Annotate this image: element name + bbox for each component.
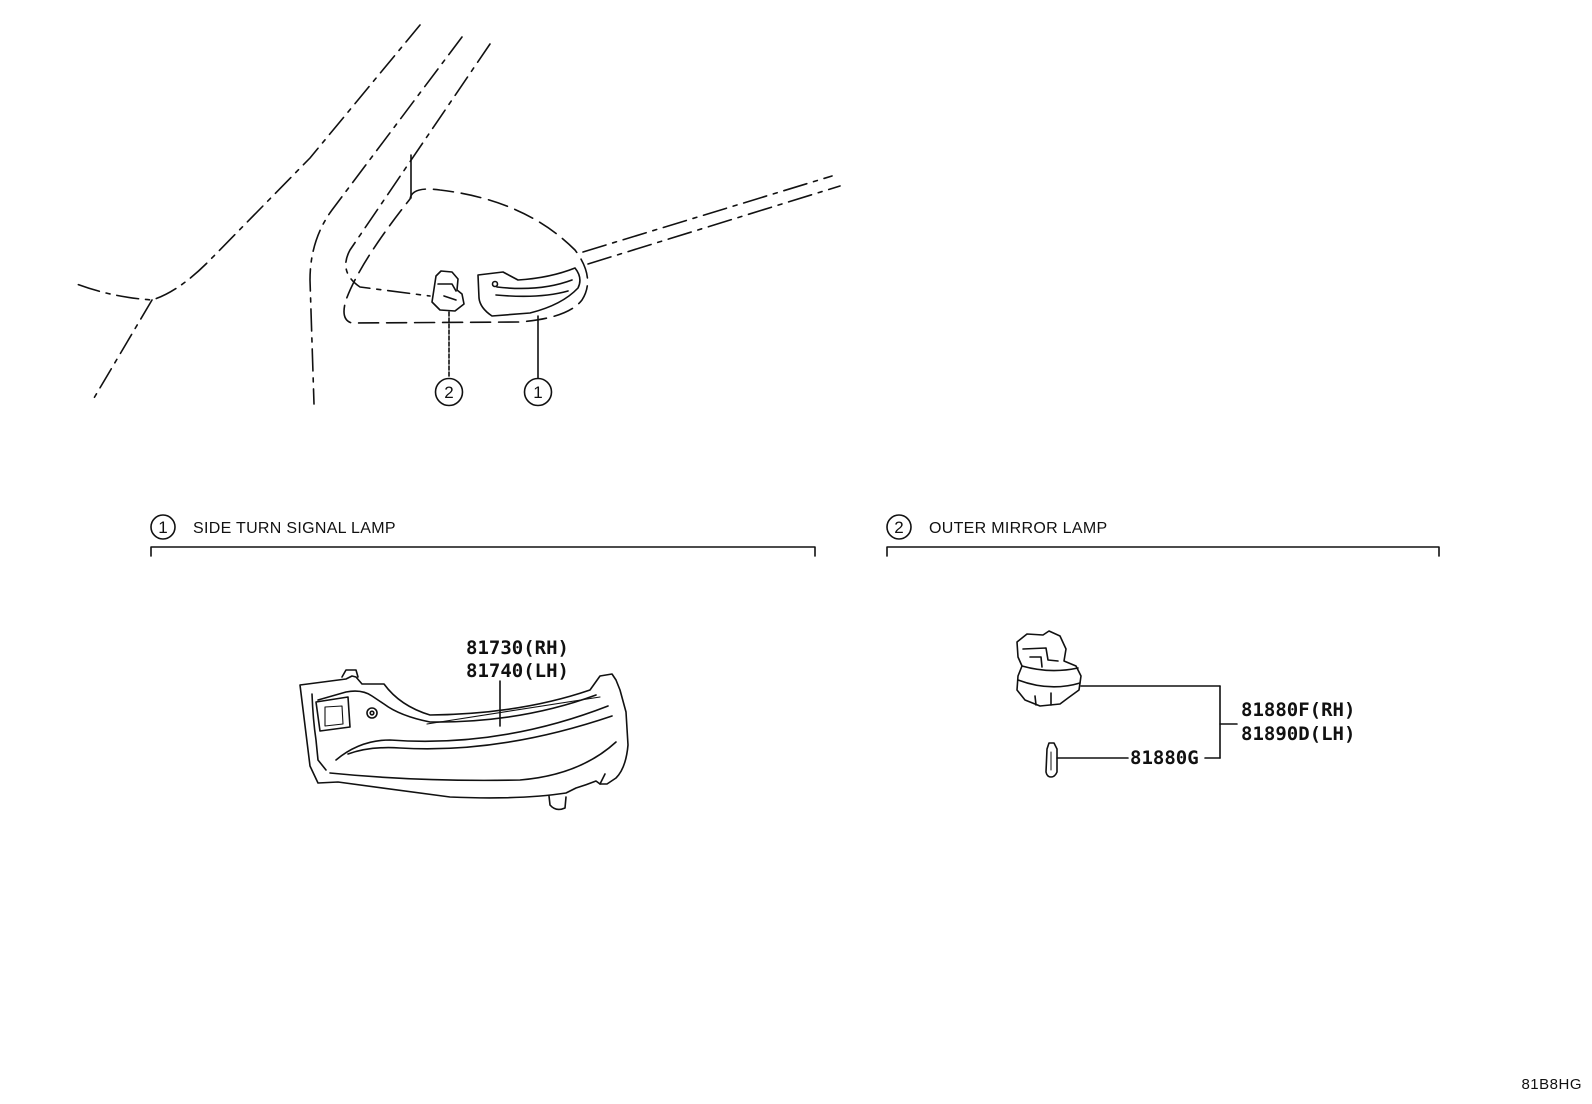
side-turn-signal-lamp bbox=[299, 669, 629, 811]
section-1-title: SIDE TURN SIGNAL LAMP bbox=[193, 520, 396, 537]
section-2-title: OUTER MIRROR LAMP bbox=[929, 520, 1107, 537]
mirror-arm-lower bbox=[587, 185, 841, 265]
part-number-mirror-lamp-rh: 81880F(RH) bbox=[1241, 699, 1355, 721]
section-2-frame bbox=[886, 514, 1440, 557]
a-pillar-outer-line bbox=[73, 24, 421, 301]
window-frame-line bbox=[309, 36, 463, 405]
mirror-lamp-overview bbox=[431, 270, 465, 312]
callout-2-number: 2 bbox=[444, 383, 453, 402]
callout-2-overview bbox=[434, 377, 464, 407]
wedge-bulb bbox=[1045, 742, 1058, 778]
turn-signal-lamp-overview bbox=[477, 267, 581, 317]
figure-code: 81B8HG bbox=[1521, 1076, 1582, 1093]
part-number-turn-lamp-rh: 81730(RH) bbox=[466, 637, 569, 659]
mirror-lamp-leaders bbox=[1056, 685, 1238, 759]
mirror-arm-upper bbox=[582, 175, 833, 253]
lamp-connector-pocket bbox=[315, 696, 351, 732]
mirror-housing-outline bbox=[343, 188, 589, 324]
part-number-mirror-lamp-lh: 81890D(LH) bbox=[1241, 723, 1355, 745]
window-inner-line bbox=[344, 43, 491, 297]
part-number-bulb: 81880G bbox=[1130, 747, 1199, 769]
vehicle-overview bbox=[73, 24, 841, 405]
outer-mirror-lamp-socket bbox=[1016, 630, 1082, 707]
lamp-lower-tab bbox=[548, 795, 567, 811]
section-1-frame bbox=[150, 514, 816, 557]
section-2-number: 2 bbox=[894, 518, 903, 537]
lamp-screw-hole bbox=[366, 707, 378, 719]
callout-1-overview bbox=[523, 377, 553, 407]
a-pillar-lower-line bbox=[93, 299, 153, 399]
part-number-turn-lamp-lh: 81740(LH) bbox=[466, 660, 569, 682]
section-1-number: 1 bbox=[158, 518, 167, 537]
callout-1-number: 1 bbox=[533, 383, 542, 402]
